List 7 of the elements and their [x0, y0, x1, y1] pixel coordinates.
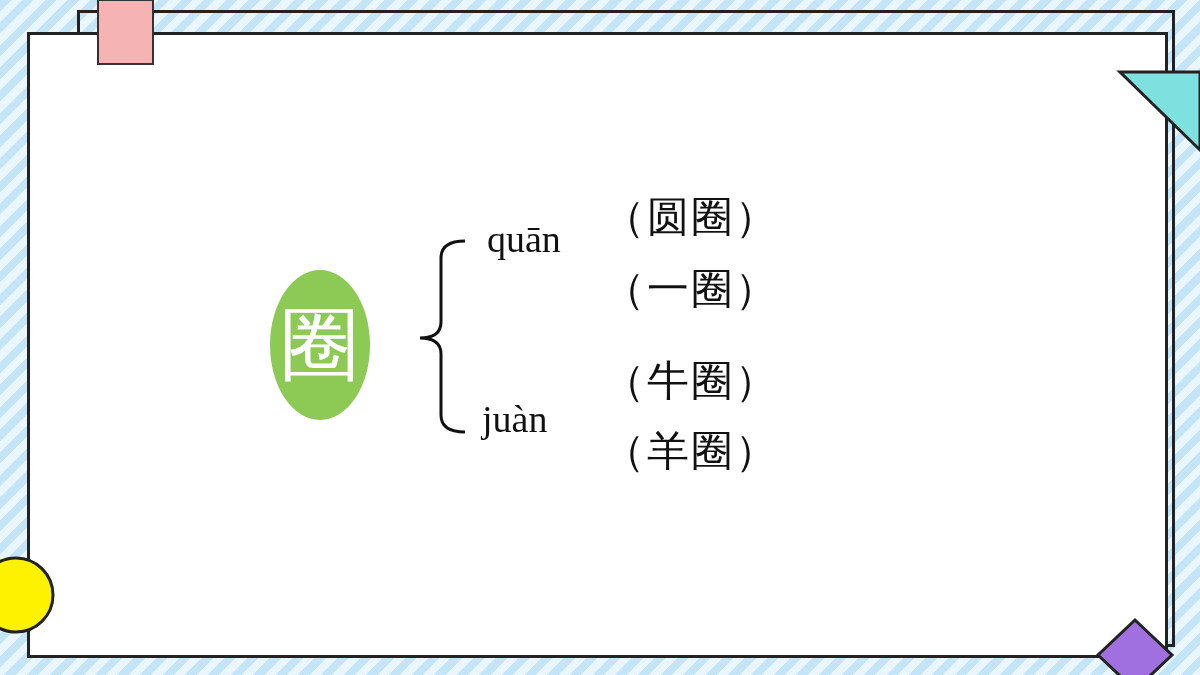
word-text: （圆圈）	[603, 196, 779, 238]
word-text: （牛圈）	[603, 360, 779, 402]
chinese-character: 圈	[280, 305, 360, 385]
pinyin-text: quān	[487, 220, 561, 258]
word-text: （一圈）	[603, 268, 779, 310]
pinyin-text: juàn	[482, 400, 548, 438]
word-text: （羊圈）	[603, 430, 779, 472]
